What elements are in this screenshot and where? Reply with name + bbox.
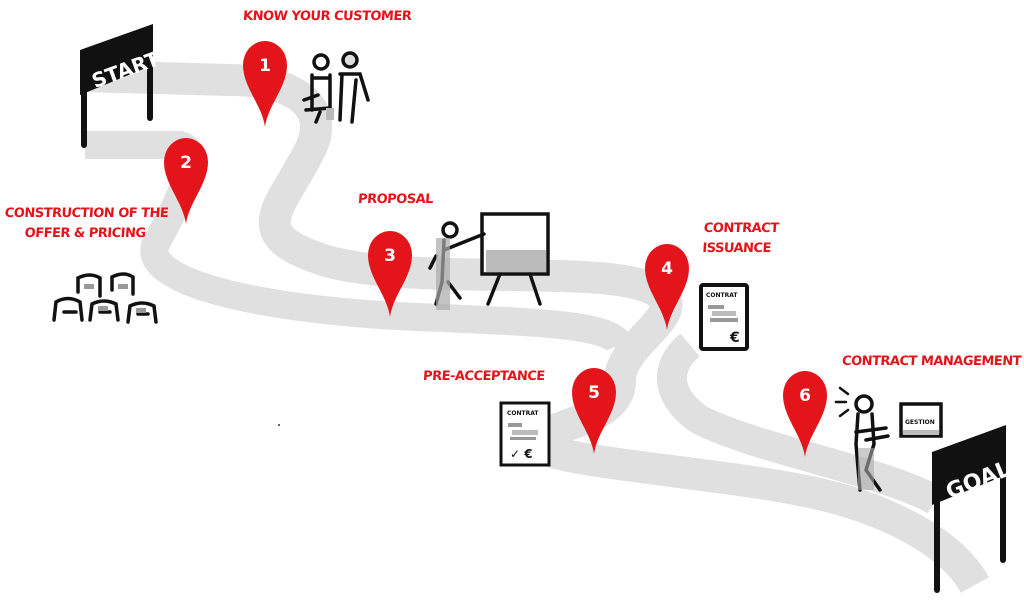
pin-marker-icon: [368, 231, 412, 317]
step-1-label: Know your customer: [242, 9, 412, 24]
step-2-label-line-2: offer & pricing: [24, 226, 147, 241]
signed-doc-title: CONTRAT: [507, 410, 539, 417]
pin-number: 2: [180, 153, 192, 173]
step-4-label-line-2: issuance: [701, 241, 772, 256]
stacked-boxes-icon: [52, 272, 158, 324]
step-2-label-line-1: Construction of the: [4, 206, 169, 221]
start-sign: START: [80, 24, 163, 148]
person-with-sign-icon: GESTION: [834, 386, 943, 492]
pin-number: 5: [588, 383, 600, 403]
road-path-final: [657, 333, 943, 514]
map-pin-2: 2: [164, 138, 208, 224]
pin-marker-icon: [645, 244, 689, 330]
step-2-label: Construction of the offer & pricing: [3, 204, 169, 244]
step-5-label: Pre-acceptance: [422, 369, 546, 384]
signed-contract-icon: CONTRAT ✓ €: [499, 401, 551, 467]
map-pin-1: 1: [243, 41, 287, 127]
map-pin-5: 5: [572, 368, 616, 454]
pin-number: 4: [661, 259, 673, 279]
pin-number: 1: [259, 56, 271, 76]
step-4-label: Contract issuance: [702, 219, 780, 259]
contract-doc-symbol: €: [729, 330, 740, 346]
stray-dot: [278, 424, 280, 426]
gestion-sign-text: GESTION: [905, 419, 935, 426]
step-3-label: Proposal: [357, 192, 434, 207]
step-6-label: Contract management: [841, 354, 1022, 369]
contract-doc-title: CONTRAT: [706, 292, 738, 299]
pin-number: 6: [799, 386, 811, 406]
pin-marker-icon: [783, 371, 827, 457]
pin-number: 3: [384, 246, 396, 266]
map-pin-3: 3: [368, 231, 412, 317]
signed-doc-symbol: ✓ €: [510, 447, 533, 461]
contract-document-icon: CONTRAT €: [699, 283, 749, 351]
pin-marker-icon: [164, 138, 208, 224]
pin-marker-icon: [572, 368, 616, 454]
map-pin-6: 6: [783, 371, 827, 457]
step-4-label-line-1: Contract: [703, 221, 780, 236]
two-people-icon: [302, 51, 370, 124]
map-pin-4: 4: [645, 244, 689, 330]
pin-marker-icon: [243, 41, 287, 127]
road-path: [84, 60, 989, 594]
presenter-whiteboard-icon: [428, 212, 550, 310]
